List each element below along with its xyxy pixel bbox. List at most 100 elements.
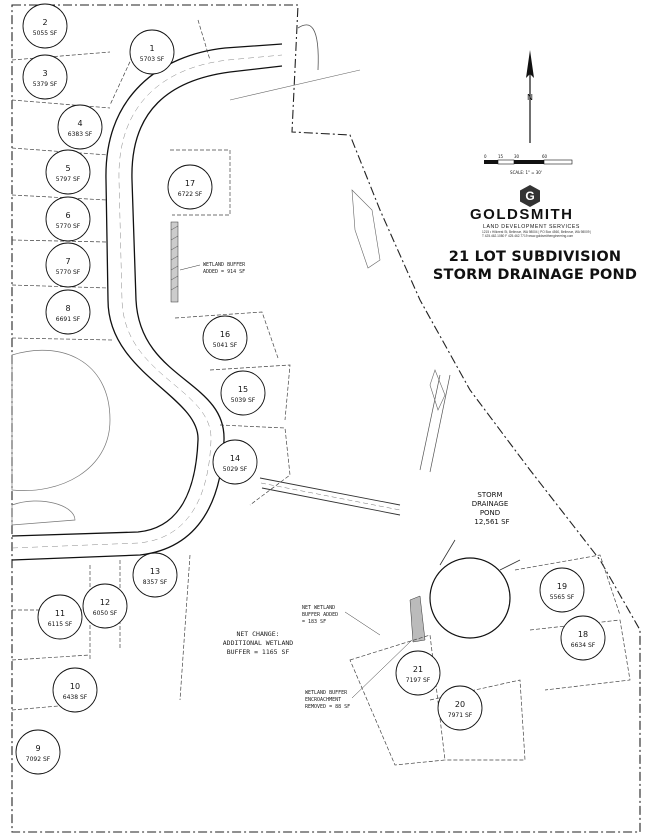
company-contact: 1215 • Hillcrest St, Bellevue, WA 98004 … [482,230,592,238]
lot-18: 18 6634 SF [560,615,606,661]
svg-text:5703 SF: 5703 SF [140,56,165,63]
road-edge-inner [11,43,283,537]
logo-letter: G [525,189,534,203]
svg-text:8357 SF: 8357 SF [143,579,168,586]
cul-de-sac-stem [439,539,521,571]
svg-text:6: 6 [65,211,70,220]
svg-text:ADDED = 914 SF: ADDED = 914 SF [203,269,245,275]
lot-16: 16 5041 SF [202,315,248,361]
svg-text:6438 SF: 6438 SF [63,694,88,701]
property-boundary [11,4,641,833]
svg-text:11: 11 [55,609,65,618]
company-tagline: LAND DEVELOPMENT SERVICES [483,224,580,230]
title-line-1: 21 LOT SUBDIVISION [448,249,622,265]
svg-text:7: 7 [65,257,70,266]
svg-text:12,561 SF: 12,561 SF [474,518,509,526]
svg-text:6383 SF: 6383 SF [68,131,93,138]
svg-text:WETLAND BUFFER: WETLAND BUFFER [203,262,246,268]
svg-text:15: 15 [238,385,248,394]
svg-text:9: 9 [35,744,40,753]
svg-text:POND: POND [480,509,500,517]
pond-road-diag [419,374,451,473]
svg-text:5041 SF: 5041 SF [213,342,238,349]
lot-lines-right [109,19,631,766]
svg-text:2: 2 [42,18,47,27]
lot-17: 17 6722 SF [167,164,213,210]
encroach-note: WETLAND BUFFER ENCROACHMENT REMOVED = 88… [305,639,413,710]
svg-text:5379 SF: 5379 SF [33,81,58,88]
lot-11: 11 6115 SF [37,594,83,640]
svg-text:= 183 SF: = 183 SF [302,619,326,625]
scale-tick-0: 0 [484,154,487,159]
lot-4: 4 6383 SF [57,104,103,150]
net-change-note: NET CHANGE: ADDITIONAL WETLAND BUFFER = … [223,630,294,656]
wetland-sliver-2 [429,369,446,411]
svg-text:ENCROACHMENT: ENCROACHMENT [305,697,341,703]
title-line-2: STORM DRAINAGE POND [432,267,638,283]
lot-19: 19 5565 SF [539,567,585,613]
svg-text:16: 16 [220,330,230,339]
encroach-hatch [409,595,426,643]
pond-access-road [259,477,401,516]
svg-text:NET WETLAND: NET WETLAND [302,605,335,611]
svg-text:18: 18 [578,630,588,639]
lot-20: 20 7971 SF [437,685,483,731]
lot-1: 1 5703 SF [129,29,175,75]
lot-10: 10 6438 SF [52,667,98,713]
wetland-buffer-note: WETLAND BUFFER ADDED = 914 SF [179,262,246,275]
cul-de-sac [429,557,511,639]
svg-text:19: 19 [557,582,567,591]
pond-road-centerline [260,482,401,511]
svg-text:STORM: STORM [477,491,502,499]
svg-text:21: 21 [413,665,423,674]
svg-text:ADDITIONAL WETLAND: ADDITIONAL WETLAND [223,639,294,647]
svg-text:4: 4 [77,119,82,128]
svg-text:REMOVED = 88 SF: REMOVED = 88 SF [305,704,350,710]
svg-text:6050 SF: 6050 SF [93,610,118,617]
svg-text:20: 20 [455,700,465,709]
svg-text:6115 SF: 6115 SF [48,621,73,628]
lot-5: 5 5797 SF [45,149,91,195]
scale-tick-30: 30 [514,154,520,159]
svg-text:10: 10 [70,682,80,691]
north-arrow-icon: N [526,50,534,143]
svg-text:BUFFER = 1165 SF: BUFFER = 1165 SF [227,648,290,656]
buffer-hatch [170,225,179,291]
lot-13: 13 8357 SF [132,552,178,598]
pond-label: STORM DRAINAGE POND 12,561 SF [472,491,510,526]
wetland-buffer-strip [170,221,179,303]
svg-text:BUFFER ADDED: BUFFER ADDED [302,612,338,618]
road-edge-outer [11,65,283,561]
svg-text:5797 SF: 5797 SF [56,176,81,183]
svg-text:7197 SF: 7197 SF [406,677,431,684]
svg-text:5565 SF: 5565 SF [550,594,575,601]
scale-label: SCALE: 1" = 30' [510,170,542,175]
svg-text:7971 SF: 7971 SF [448,712,473,719]
lot-15: 15 5039 SF [220,370,266,416]
svg-text:8: 8 [65,304,70,313]
svg-text:5: 5 [65,164,70,173]
wetland-area-left [11,349,111,491]
goldsmith-logo-icon: G [520,185,540,207]
svg-text:5039 SF: 5039 SF [231,397,256,404]
svg-text:6722 SF: 6722 SF [178,191,203,198]
net-wetland-note: NET WETLAND BUFFER ADDED = 183 SF [302,605,381,636]
svg-text:1: 1 [149,44,154,53]
svg-text:17: 17 [185,179,195,188]
svg-text:7092 SF: 7092 SF [26,756,51,763]
svg-text:5029 SF: 5029 SF [223,466,248,473]
road-edge-line [229,69,361,101]
svg-text:6634 SF: 6634 SF [571,642,596,649]
svg-text:13: 13 [150,567,160,576]
svg-text:NET CHANGE:: NET CHANGE: [236,630,279,638]
lot-21: 21 7197 SF [395,650,441,696]
svg-text:DRAINAGE: DRAINAGE [472,500,509,508]
